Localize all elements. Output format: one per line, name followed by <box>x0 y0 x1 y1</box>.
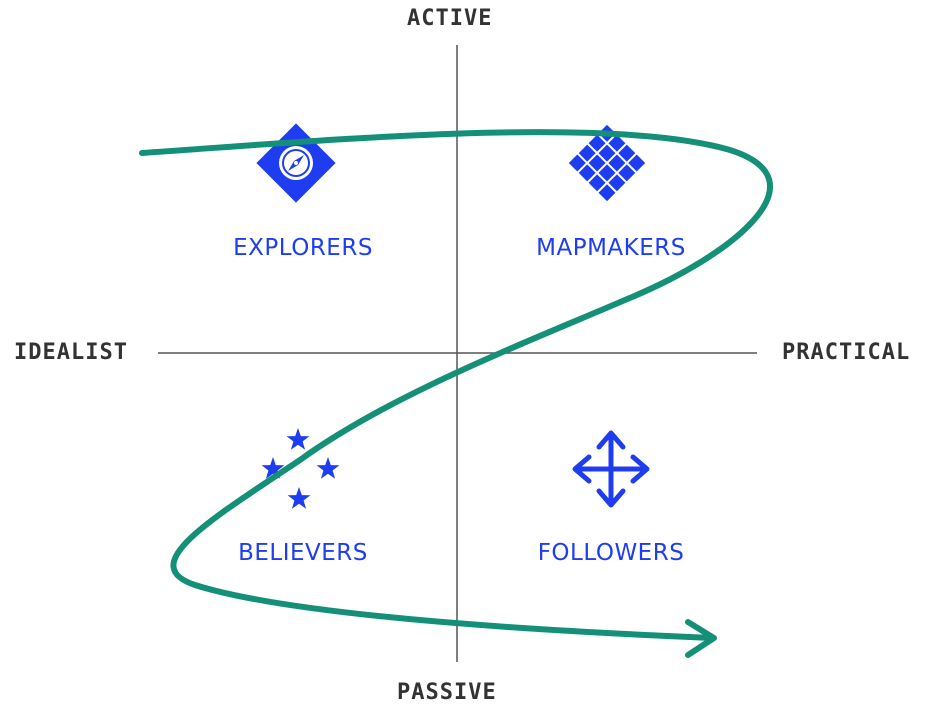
quadrant-label-mapmakers: MAPMAKERS <box>536 235 686 261</box>
journey-path <box>139 129 773 641</box>
stars-icon <box>261 428 340 509</box>
axis-label-right: PRACTICAL <box>782 340 911 365</box>
quadrant-label-followers: FOLLOWERS <box>537 540 685 566</box>
quadrant-label-believers: BELIEVERS <box>238 540 368 566</box>
axis-label-bottom: PASSIVE <box>397 680 497 705</box>
axis-label-left: IDEALIST <box>14 340 128 365</box>
compass-icon <box>256 123 336 203</box>
quadrant-label-explorers: EXPLORERS <box>233 235 373 261</box>
arrows-move-icon <box>572 430 650 508</box>
arrowhead-icon <box>685 619 717 658</box>
axis-label-top: ACTIVE <box>407 6 493 31</box>
